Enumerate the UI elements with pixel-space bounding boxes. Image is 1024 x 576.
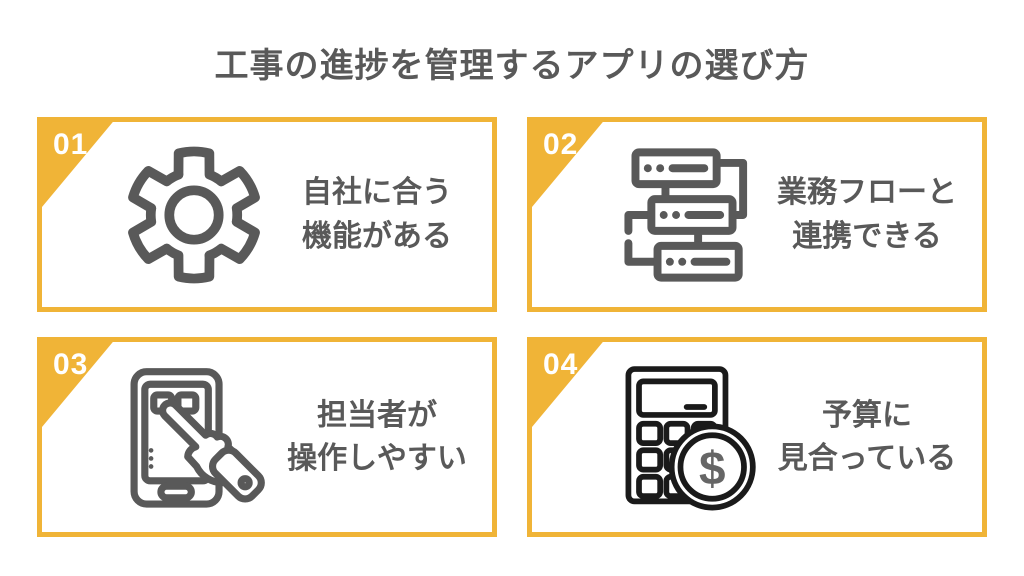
card-label-line1: 予算に xyxy=(822,398,912,432)
card-label-line2: 見合っている xyxy=(777,442,957,475)
card-feature-fit: 01 自社に合う 機能がある xyxy=(37,117,497,312)
gear-icon xyxy=(114,140,274,290)
card-label: 予算に 見合っている xyxy=(764,394,982,481)
smartphone-touch-icon xyxy=(114,361,274,513)
card-label-line1: 自社に合う xyxy=(302,176,452,209)
card-number: 01 xyxy=(53,128,89,161)
cards-grid: 01 自社に合う 機能がある 02 xyxy=(37,117,987,537)
card-label: 自社に合う 機能がある xyxy=(274,171,492,258)
card-number: 03 xyxy=(53,348,89,381)
card-label-line2: 機能がある xyxy=(302,219,452,253)
card-label-line1: 業務フローと xyxy=(777,176,957,209)
page-title: 工事の進捗を管理するアプリの選び方 xyxy=(214,47,810,85)
card-easy-operation: 03 担当者が 操 xyxy=(37,337,497,537)
card-budget-fit: 04 $ 予算に 見合っている xyxy=(527,337,987,537)
dollar-symbol: $ xyxy=(699,442,726,495)
card-label: 担当者が 操作しやすい xyxy=(274,394,492,481)
card-number: 04 xyxy=(543,348,579,381)
card-label: 業務フローと 連携できる xyxy=(764,171,982,258)
card-number: 02 xyxy=(543,128,579,161)
card-label-line2: 連携できる xyxy=(792,219,942,253)
workflow-servers-icon xyxy=(604,140,764,290)
card-workflow-integration: 02 xyxy=(527,117,987,312)
card-label-line1: 担当者が xyxy=(317,398,437,432)
card-label-line2: 操作しやすい xyxy=(287,442,467,475)
calculator-coin-icon: $ xyxy=(604,362,764,512)
